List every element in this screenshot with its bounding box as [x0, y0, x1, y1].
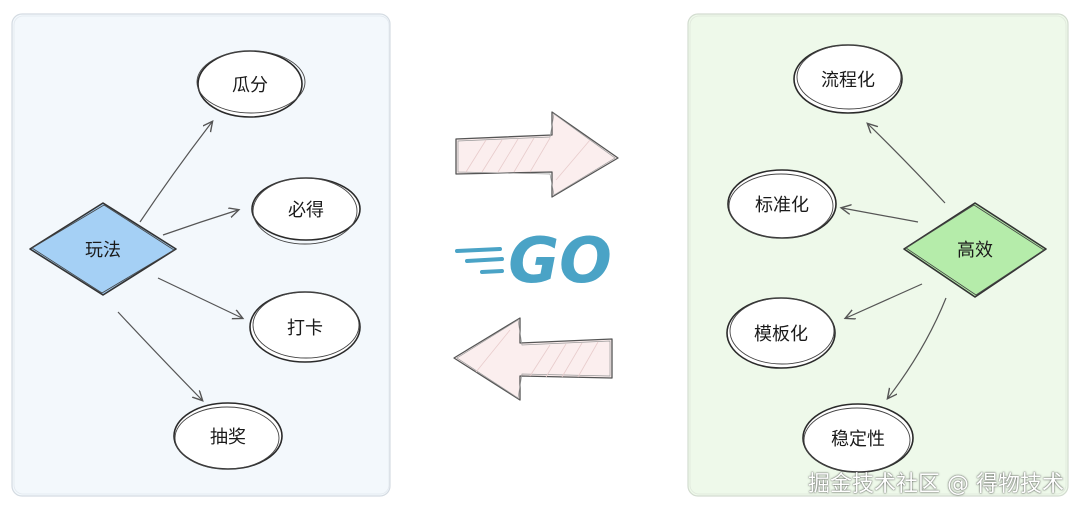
right-item-3-label: 模板化 [754, 324, 808, 345]
left-item-2-label: 必得 [288, 200, 324, 221]
left-panel: 玩法 瓜分 必得 打卡 抽奖 [11, 13, 391, 497]
edge-to-item-3 [157, 277, 242, 318]
left-edges [117, 122, 242, 400]
left-item-1-label: 瓜分 [232, 75, 268, 96]
edge-to-item-1 [139, 122, 212, 223]
right-item-4: 稳定性 [802, 403, 914, 473]
go-text: GO [508, 224, 612, 297]
right-arrow-shape [455, 111, 619, 198]
watermark-text: 掘金技术社区 @ 得物技术 [808, 472, 1064, 497]
left-item-4-label: 抽奖 [210, 427, 246, 448]
right-item-2-label: 标准化 [755, 195, 809, 216]
edge-to-right-item-1 [868, 124, 946, 204]
right-panel-background [687, 13, 1069, 497]
right-edges [842, 124, 947, 398]
speed-lines-icon [455, 247, 504, 274]
left-item-3-label: 打卡 [287, 318, 323, 339]
edge-to-right-item-2 [842, 208, 919, 223]
left-panel-background [11, 13, 391, 497]
left-item-2: 必得 [251, 177, 361, 245]
go-logo: GO [455, 224, 612, 297]
left-item-3: 打卡 [249, 291, 361, 363]
right-item-1-label: 流程化 [821, 70, 875, 91]
middle-section: GO [453, 111, 619, 401]
center-node-right: 高效 [903, 202, 1047, 298]
center-node-left: 玩法 [29, 202, 177, 296]
edge-to-right-item-4 [888, 297, 947, 398]
edge-to-right-item-3 [846, 283, 923, 318]
edge-to-item-4 [117, 311, 202, 400]
left-arrow-shape [453, 317, 613, 401]
right-item-3: 模板化 [726, 297, 836, 369]
right-panel: 高效 流程化 标准化 模板化 稳定性 [687, 13, 1069, 497]
left-item-4: 抽奖 [173, 402, 283, 470]
center-node-right-label: 高效 [957, 240, 993, 261]
right-item-2: 标准化 [727, 169, 837, 239]
right-item-1: 流程化 [793, 44, 903, 114]
center-node-left-label: 玩法 [85, 240, 121, 261]
right-item-4-label: 稳定性 [831, 429, 885, 450]
edge-to-item-2 [162, 210, 238, 236]
left-item-1: 瓜分 [196, 50, 306, 118]
